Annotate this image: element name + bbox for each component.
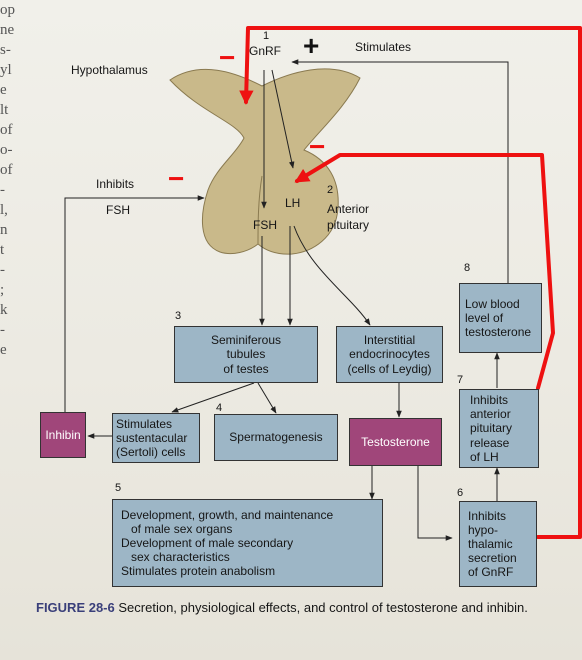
inhibits-lh-box: Inhibits anterior pituitary release of L… xyxy=(459,389,539,468)
margin-fragment: t xyxy=(0,242,5,258)
lh-label: LH xyxy=(285,196,301,210)
inhibits-gnrf-line-4: secretion xyxy=(468,551,517,566)
pituitary-lobe-divider xyxy=(257,175,263,245)
margin-fragment: lt xyxy=(0,102,9,118)
inhibits-gnrf-line-3: thalamic xyxy=(468,536,513,551)
inhibits-lh-line-4: release xyxy=(470,435,510,450)
seminiferous-line-1: Seminiferous xyxy=(210,333,282,348)
spermatogenesis-label: Spermatogenesis xyxy=(229,430,323,445)
low-testosterone-line-3: testosterone xyxy=(465,325,532,340)
plus-annotation: + xyxy=(303,30,320,61)
arrow-to-sertoli xyxy=(171,382,255,413)
effects-line-2: of male sex organs xyxy=(121,521,233,536)
red-feedback-to-lh xyxy=(294,153,555,390)
figure-caption: FIGURE 28-6 Secretion, physiological eff… xyxy=(36,600,556,617)
margin-fragment: of xyxy=(0,122,13,138)
hypothalamus-shape xyxy=(169,68,361,255)
testosterone-label: Testosterone xyxy=(361,434,430,449)
leydig-line-1: Interstitial xyxy=(363,333,416,348)
margin-fragment: l, xyxy=(0,202,8,218)
margin-fragment: n xyxy=(0,222,8,238)
step-4-number: 4 xyxy=(216,402,223,414)
arrow-stimulates xyxy=(291,59,509,283)
sertoli-line-2: sustentacular xyxy=(116,430,188,445)
physiological-effects-box: Development, growth, and maintenance of … xyxy=(112,499,383,587)
margin-fragment: e xyxy=(0,82,7,98)
inhibits-gnrf-box: Inhibits hypo- thalamic secretion of GnR… xyxy=(459,501,537,587)
effects-line-5: Stimulates protein anabolism xyxy=(121,564,276,579)
minus-annotation-gnrf: − xyxy=(219,42,236,73)
low-testosterone-line-2: level of xyxy=(465,310,504,325)
margin-fragment: o- xyxy=(0,142,13,158)
pituitary-label: pituitary xyxy=(327,218,370,232)
margin-fragment: k xyxy=(0,302,8,318)
hypothalamus-label: Hypothalamus xyxy=(71,63,148,77)
seminiferous-tubules-box: Seminiferous tubules of testes xyxy=(174,326,318,383)
testosterone-box: Testosterone xyxy=(349,418,442,466)
arrow-lh-to-leydig xyxy=(293,225,371,326)
step-5-number: 5 xyxy=(115,482,122,494)
gnrf-number: 1 xyxy=(263,30,270,42)
minus-annotation-lh: − xyxy=(309,131,326,162)
fsh-label: FSH xyxy=(253,218,277,232)
step-6-number: 6 xyxy=(457,487,464,499)
inhibits-gnrf-line-2: hypo- xyxy=(468,522,499,537)
inhibits-gnrf-line-1: Inhibits xyxy=(468,508,507,523)
inhibin-label: Inhibin xyxy=(45,427,81,442)
leydig-cells-box: Interstitial endocrinocytes (cells of Le… xyxy=(336,326,443,383)
margin-fragment: op xyxy=(0,2,15,18)
red-feedback-to-hypothalamus xyxy=(239,26,582,539)
margin-fragment: e xyxy=(0,342,7,358)
figure-label: FIGURE 28-6 xyxy=(36,600,115,615)
low-testosterone-line-1: Low blood xyxy=(465,296,520,311)
anterior-label: Anterior xyxy=(327,202,370,216)
arrow-inhibin-to-fsh xyxy=(64,195,205,412)
minus-annotation-fsh: − xyxy=(168,163,185,194)
fsh-target-label: FSH xyxy=(106,203,130,217)
step-3-number: 3 xyxy=(175,310,182,322)
arrow-to-spermatogenesis xyxy=(257,382,277,414)
pituitary-number: 2 xyxy=(327,184,334,196)
seminiferous-line-2: tubules xyxy=(226,347,266,362)
leydig-line-2: endocrinocytes xyxy=(349,347,430,362)
inhibits-lh-line-2: anterior xyxy=(470,407,511,422)
effects-line-4: sex characteristics xyxy=(121,550,230,565)
gnrf-label: GnRF xyxy=(249,44,282,58)
inhibits-lh-line-1: Inhibits xyxy=(470,393,509,408)
margin-fragment: - xyxy=(0,322,5,338)
margin-fragment: - xyxy=(0,262,5,278)
step-8-number: 8 xyxy=(464,262,471,274)
sertoli-line-1: Stimulates xyxy=(116,416,173,431)
inhibits-lh-line-5: of LH xyxy=(470,449,499,464)
sertoli-cells-box: Stimulates sustentacular (Sertoli) cells xyxy=(112,413,200,463)
arrow-gnrf-to-lh xyxy=(271,69,295,169)
effects-line-3: Development of male secondary xyxy=(121,535,294,550)
inhibits-lh-line-3: pituitary xyxy=(470,421,513,436)
low-testosterone-box: Low blood level of testosterone xyxy=(459,283,542,353)
inhibits-label: Inhibits xyxy=(96,177,135,191)
spermatogenesis-box: Spermatogenesis xyxy=(214,414,338,461)
margin-fragment: ; xyxy=(0,282,5,298)
inhibin-box: Inhibin xyxy=(40,412,86,458)
margin-fragment: ne xyxy=(0,22,15,38)
margin-fragment: yl xyxy=(0,62,12,78)
inhibits-gnrf-line-5: of GnRF xyxy=(468,565,514,580)
sertoli-line-3: (Sertoli) cells xyxy=(116,445,186,460)
leydig-line-3: (cells of Leydig) xyxy=(347,361,432,376)
seminiferous-line-3: of testes xyxy=(223,361,269,376)
arrow-testosterone-to-gnrf-inhibit xyxy=(417,466,453,541)
margin-fragment: s- xyxy=(0,42,11,58)
margin-fragment: - xyxy=(0,182,5,198)
effects-line-1: Development, growth, and maintenance xyxy=(121,507,334,522)
step-7-number: 7 xyxy=(457,374,464,386)
stimulates-label: Stimulates xyxy=(355,40,412,54)
figure-caption-text: Secretion, physiological effects, and co… xyxy=(118,600,528,615)
margin-fragment: of xyxy=(0,162,13,178)
